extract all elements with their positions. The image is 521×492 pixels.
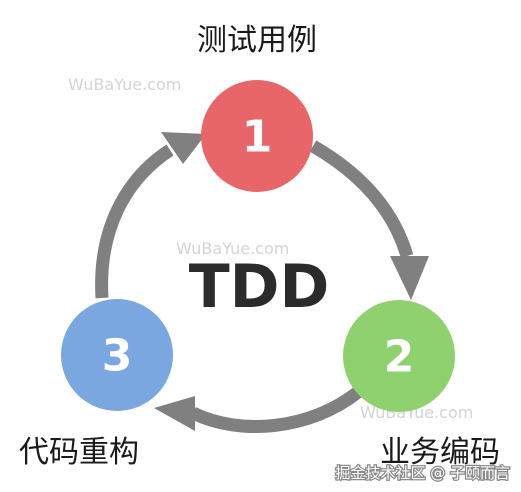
arrowhead-3-to-1 bbox=[161, 132, 206, 164]
watermark-center: WuBaYue.com bbox=[176, 239, 289, 258]
node-3-circle bbox=[61, 299, 173, 411]
arrowhead-1-to-2 bbox=[390, 256, 429, 300]
arrowhead-2-to-3 bbox=[154, 396, 195, 431]
node-1-circle bbox=[201, 80, 313, 192]
arrow-2-to-3 bbox=[190, 386, 363, 433]
center-title: TDD bbox=[189, 252, 330, 322]
node-3-number: 3 bbox=[102, 331, 133, 382]
watermark-top-left: WuBaYue.com bbox=[68, 75, 181, 94]
node-1-number: 1 bbox=[242, 112, 273, 163]
arrow-1-to-2 bbox=[309, 140, 414, 258]
node-2-label: 业务编码 bbox=[380, 435, 500, 470]
footer-watermark: 掘金技术社区 @ 子颐而言 bbox=[335, 464, 510, 482]
node-3-label: 代码重构 bbox=[19, 435, 139, 470]
node-1-label: 测试用例 bbox=[197, 23, 317, 58]
arrow-3-to-1 bbox=[95, 144, 174, 299]
node-2-circle bbox=[343, 300, 455, 412]
node-2-number: 2 bbox=[384, 332, 415, 383]
